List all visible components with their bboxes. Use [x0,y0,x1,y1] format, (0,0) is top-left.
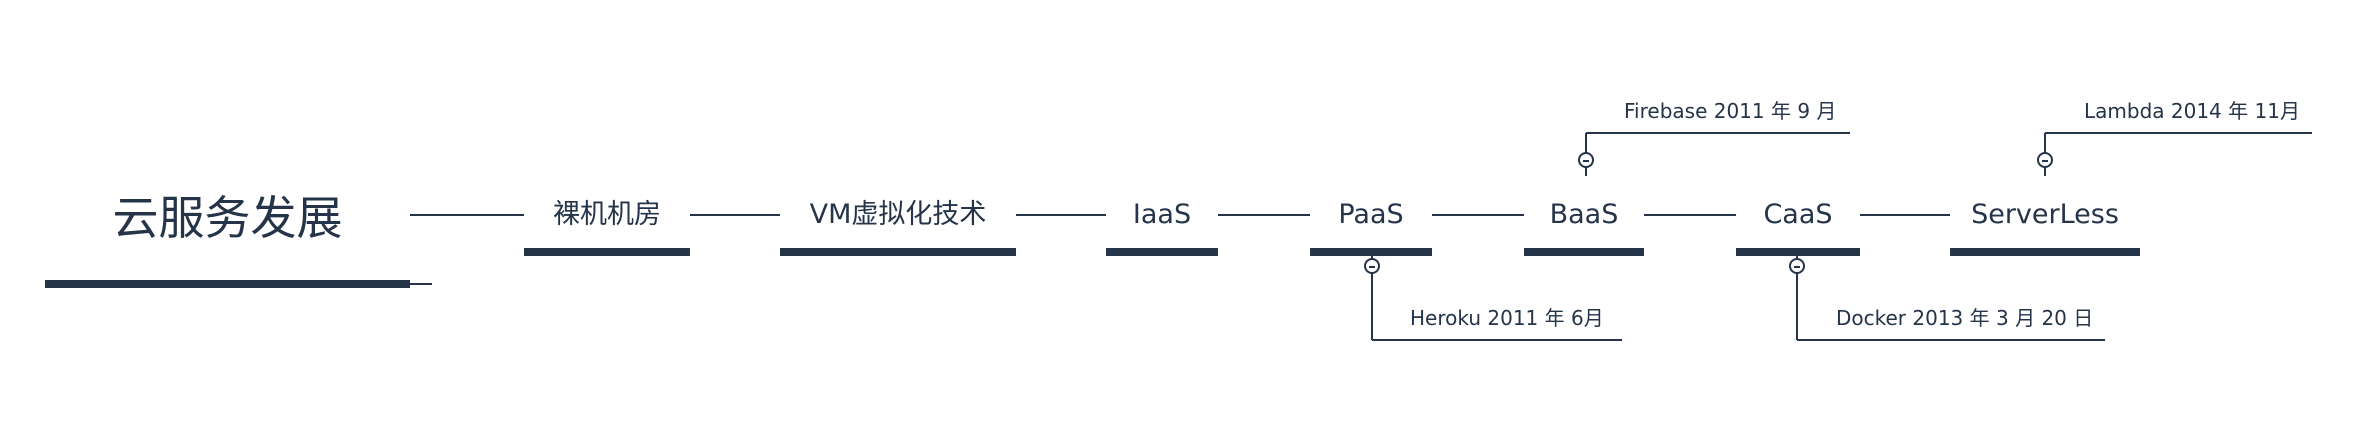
node-underline-3 [1106,248,1218,256]
note-serverless[interactable]: Lambda 2014 年 11月 [2084,99,2300,123]
collapse-toggle-paas[interactable] [1364,258,1380,274]
collapse-toggle-caas[interactable] [1789,258,1805,274]
node-underline-2 [780,248,1016,256]
node-underline-1 [524,248,690,256]
node-baas[interactable]: BaaS [1549,199,1619,230]
node-serverless[interactable]: ServerLess [1971,199,2119,230]
node-paas[interactable]: PaaS [1338,199,1404,230]
node-caas[interactable]: CaaS [1763,199,1833,230]
node-bare-metal[interactable]: 裸机机房 [553,199,661,230]
node-underline-4 [1310,248,1432,256]
root-underline [45,280,410,288]
collapse-toggle-baas[interactable] [1578,152,1594,168]
note-baas[interactable]: Firebase 2011 年 9 月 [1624,99,1837,123]
node-iaas[interactable]: IaaS [1132,199,1192,230]
note-paas[interactable]: Heroku 2011 年 6月 [1410,306,1604,330]
root-title[interactable]: 云服务发展 [112,191,343,245]
note-caas[interactable]: Docker 2013 年 3 月 20 日 [1836,306,2094,330]
node-vm-virtualization[interactable]: VM虚拟化技术 [809,199,987,230]
node-underline-6 [1736,248,1860,256]
collapse-toggle-serverless[interactable] [2037,152,2053,168]
node-underline-5 [1524,248,1644,256]
node-underline-7 [1950,248,2140,256]
